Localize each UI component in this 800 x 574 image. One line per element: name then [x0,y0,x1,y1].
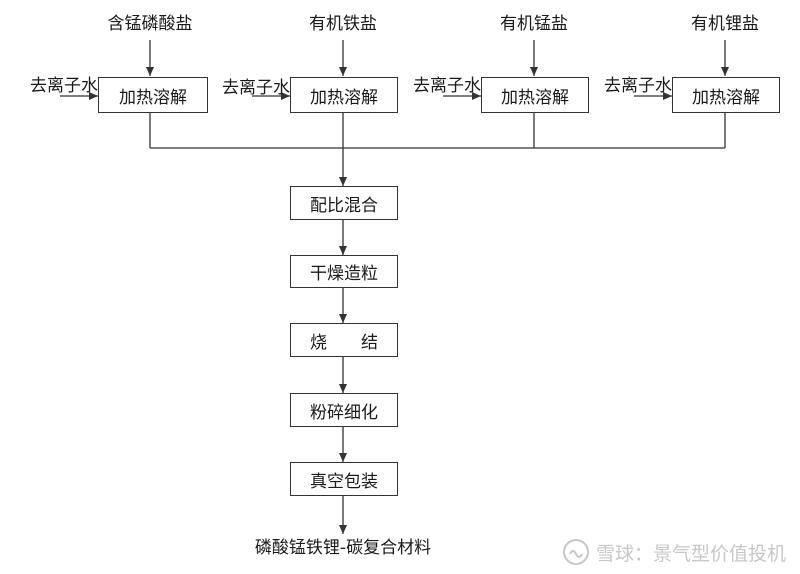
dissolve-box-2: 加热溶解 [290,77,398,113]
dissolve-box-1: 加热溶解 [98,77,208,113]
input-label-4: 有机锂盐 [691,14,759,34]
water-label-2: 去离子水 [222,78,290,98]
dissolve-box-4: 加热溶解 [672,77,780,113]
water-label-1: 去离子水 [30,76,98,96]
water-label-4: 去离子水 [604,76,672,96]
input-label-1: 含锰磷酸盐 [107,14,193,34]
step-box-sinter: 烧 结 [290,323,398,357]
input-label-2: 有机铁盐 [309,14,377,34]
watermark: 雪球：景气型价值投机 [562,538,786,566]
step-box-dry: 干燥造粒 [290,255,398,288]
input-label-3: 有机锰盐 [500,14,568,34]
step-box-mix: 配比混合 [290,186,398,220]
dissolve-box-3: 加热溶解 [481,77,589,113]
watermark-text: 雪球：景气型价值投机 [595,542,786,565]
step-box-crush: 粉碎细化 [290,393,398,427]
snowball-logo-icon [562,539,589,565]
step-box-pack: 真空包装 [290,462,398,496]
water-label-3: 去离子水 [413,76,481,96]
product-label: 磷酸锰铁锂-碳复合材料 [254,538,432,558]
